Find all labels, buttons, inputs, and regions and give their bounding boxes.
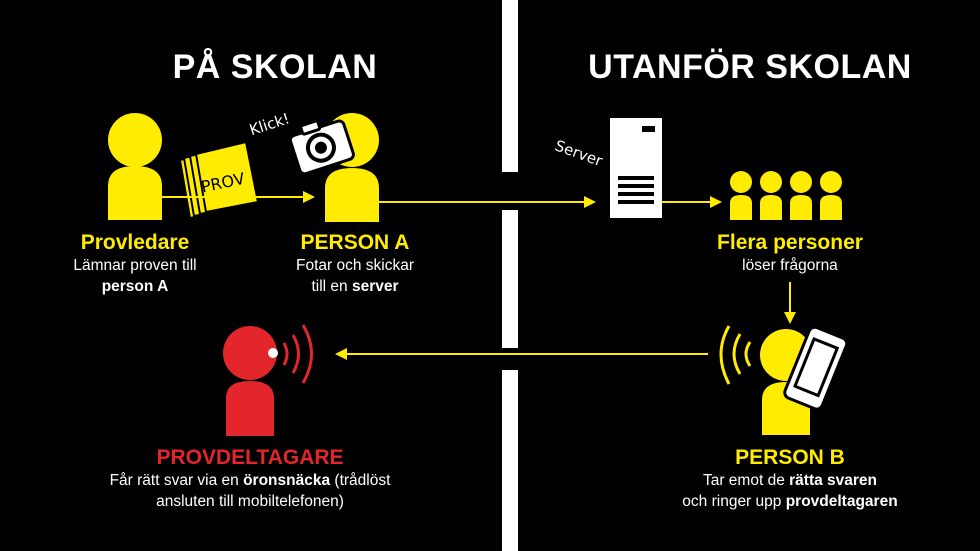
person-a-desc-line2-pre: till en — [311, 278, 352, 295]
arrow-to-server — [379, 196, 596, 208]
provdeltagare-line1-bold: öronsnäcka — [243, 472, 331, 489]
person-b-block: PERSON B Tar emot de rätta svaren och ri… — [640, 446, 940, 512]
provdeltagare-line1-pre: Får rätt svar via en — [109, 472, 244, 489]
person-a-block: PERSON A Fotar och skickar till en serve… — [260, 231, 450, 297]
phone-icon — [783, 325, 849, 411]
camera-icon — [288, 119, 355, 176]
provledare-name: Provledare — [80, 231, 190, 254]
arrow-to-person-a — [162, 191, 315, 203]
center-divider — [502, 0, 518, 551]
provdeltagare-person-icon — [223, 326, 277, 436]
flera-block: Flera personer löser frågorna — [680, 231, 900, 276]
provledare-block: Provledare Lämnar proven till person A — [40, 231, 230, 297]
heading-pa-skolan: PÅ SKOLAN — [172, 48, 378, 86]
earpiece-icon — [268, 348, 278, 358]
provledare-person-icon — [108, 113, 162, 220]
arrow-to-group — [662, 196, 722, 208]
person-a-desc-bold: server — [351, 278, 399, 295]
server-icon — [610, 118, 662, 218]
person-a-desc-line1: Fotar och skickar — [295, 257, 414, 274]
heading-utanfor-skolan: UTANFÖR SKOLAN — [588, 48, 912, 86]
flera-name: Flera personer — [717, 231, 863, 254]
provdeltagare-line2: ansluten till mobiltelefonen) — [156, 493, 344, 510]
provdeltagare-block: PROVDELTAGARE Får rätt svar via en örons… — [60, 446, 440, 512]
earpiece-waves-icon — [282, 324, 313, 384]
group-icon — [730, 171, 842, 220]
provledare-desc-line1: Lämnar proven till — [73, 257, 197, 274]
provledare-desc: Lämnar proven till person A — [40, 255, 230, 297]
arrow-to-person-b — [784, 282, 796, 324]
person-b-name: PERSON B — [735, 446, 845, 469]
arrow-to-provdeltagare — [335, 348, 708, 360]
sound-waves-icon — [719, 325, 752, 385]
person-b-line2-pre: och ringer upp — [682, 493, 786, 510]
person-b-desc: Tar emot de rätta svaren och ringer upp … — [640, 470, 940, 512]
person-a-desc: Fotar och skickar till en server — [260, 255, 450, 297]
person-b-line1-bold: rätta svaren — [789, 472, 878, 489]
provdeltagare-line1-post: (trådlöst — [330, 472, 391, 489]
provdeltagare-desc: Får rätt svar via en öronsnäcka (trådlös… — [60, 470, 440, 512]
person-a-name: PERSON A — [300, 231, 410, 254]
provdeltagare-name: PROVDELTAGARE — [156, 446, 344, 469]
flera-desc: löser frågorna — [742, 257, 838, 274]
provledare-desc-bold: person A — [101, 278, 169, 295]
person-b-line1-pre: Tar emot de — [702, 472, 790, 489]
person-b-line2-bold: provdeltagaren — [785, 493, 898, 510]
